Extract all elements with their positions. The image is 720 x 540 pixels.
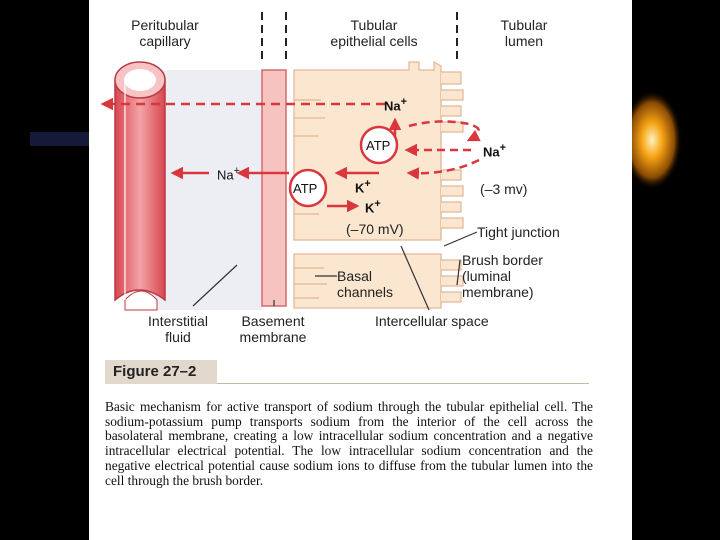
- label-mv-cell: (–70 mV): [346, 221, 404, 237]
- pointer-tight: [443, 231, 478, 247]
- atp-pump-top: [359, 125, 399, 165]
- label-epithelial: Tubular epithelial cells: [330, 17, 418, 49]
- figure-title: Figure 27–2: [113, 363, 197, 380]
- label-intercellular: Intercellular space: [375, 313, 489, 329]
- na-arrow-lumen-low: [406, 158, 480, 180]
- label-atp-top: ATP: [366, 138, 391, 153]
- label-na-top: Na+: [384, 96, 407, 114]
- peritubular-capillary: [114, 61, 166, 311]
- figure-title-bar: [105, 360, 217, 384]
- label-brush-border: Brush border (luminal membrane): [462, 252, 543, 300]
- figure-panel: Peritubular capillary Tubular epithelial…: [89, 0, 632, 540]
- pointer-brush: [456, 259, 461, 286]
- pointer-intercellular: [400, 245, 430, 311]
- atp-pump-low: [288, 168, 328, 208]
- label-k-2: K+: [365, 198, 381, 216]
- label-atp-low: ATP: [293, 181, 318, 196]
- figure-rule: [217, 383, 589, 384]
- label-na-right: Na+: [483, 142, 506, 160]
- label-na-left: Na+: [217, 165, 240, 183]
- na-arrow-lumen-loop: [408, 120, 481, 142]
- interstitial-region: [149, 70, 262, 310]
- basement-membrane: [261, 69, 287, 307]
- label-k-1: K+: [355, 178, 371, 196]
- label-tight-junction: Tight junction: [477, 224, 560, 240]
- label-basal-channels: Basal channels: [337, 268, 394, 300]
- label-interstitial: Interstitial fluid: [148, 313, 208, 345]
- label-mv-lumen: (–3 mv): [480, 181, 528, 197]
- label-basement: Basement membrane: [239, 313, 307, 345]
- transport-diagram: [100, 12, 481, 311]
- label-peritubular: Peritubular capillary: [131, 17, 199, 49]
- figure-caption: Basic mechanism for active transport of …: [105, 399, 593, 488]
- pointer-interstitial: [192, 264, 238, 307]
- label-lumen: Tubular lumen: [500, 17, 548, 49]
